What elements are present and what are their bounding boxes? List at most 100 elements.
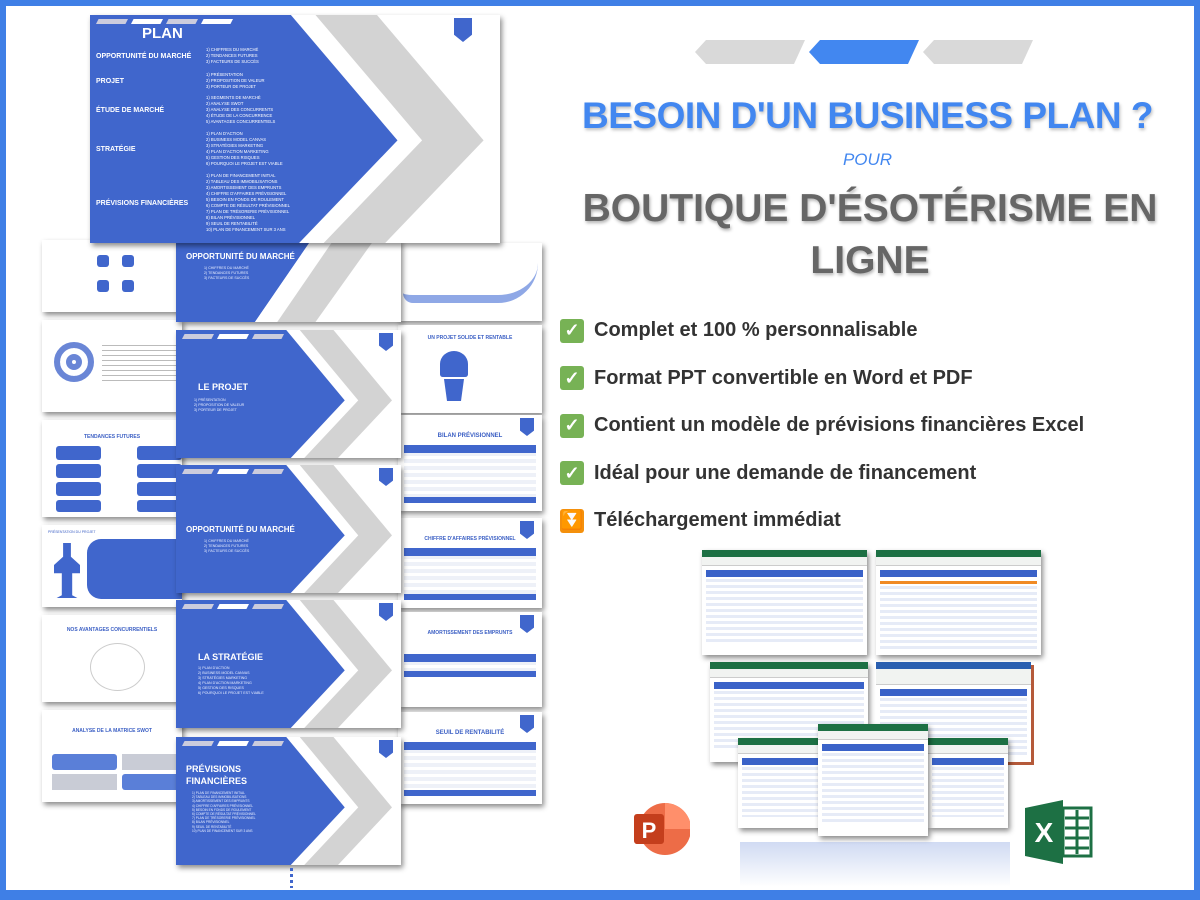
subsection-item: 1) CHIFFRES DU MARCHÉ (206, 47, 259, 52)
slide-title: SEUIL DE RENTABILITÉ (435, 730, 505, 736)
slide-title: BILAN PRÉVISIONNEL (437, 433, 503, 439)
plan-title: PLAN (142, 25, 183, 42)
slide-thumb-left-4: NOS AVANTAGES CONCURRENTIELS (42, 615, 182, 702)
slide-title: UN PROJET SOLIDE ET RENTABLE (427, 335, 513, 341)
slide-title: OPPORTUNITÉ DU MARCHÉ (186, 525, 295, 534)
slide-thumb-right-0 (398, 243, 542, 321)
subsection-item: 3) AMORTISSEMENT DES EMPRUNTS (206, 185, 282, 190)
feature-item: ⏬Téléchargement immédiat (560, 508, 841, 533)
powerpoint-logo-icon: P (634, 803, 690, 855)
section-slide-opportunite-1: OPPORTUNITÉ DU MARCHÉ 1) CHIFFRES DU MAR… (176, 240, 401, 322)
roadmap-path (403, 258, 538, 303)
slide-title: OPPORTUNITÉ DU MARCHÉ (186, 252, 295, 261)
subsection-item: 6) POURQUOI LE PROJET EST VIABLE (206, 161, 283, 166)
slide-thumb-left-0 (42, 240, 182, 312)
subsection-item: 4) PLAN D'ACTION MARKETING (206, 149, 269, 154)
slide-title: PRÉVISIONS FINANCIÈRES (186, 764, 248, 786)
subsection-item: 3) STRATÉGIES MARKETING (198, 676, 248, 680)
slide-thumb-right-4: AMORTISSEMENT DES EMPRUNTS (398, 612, 542, 707)
subsection-item: 7) PLAN DE TRÉSORERIE PRÉVISIONNEL (192, 816, 256, 821)
slide-thumb-right-1: UN PROJET SOLIDE ET RENTABLE (398, 325, 542, 413)
subsection-item: 1) PRÉSENTATION (206, 72, 243, 77)
check-mark-icon: ✓ (560, 413, 584, 438)
subsection-item: 7) PLAN DE TRÉSORERIE PRÉVISIONNEL (206, 209, 290, 214)
subsection-item: 1) PLAN DE FINANCEMENT INITIAL (192, 791, 245, 795)
pour-label: POUR (842, 150, 893, 169)
subsection-item: 1) PLAN D'ACTION (206, 131, 243, 136)
slide-thumb-left-5: ANALYSE DE LA MATRICE SWOT (42, 710, 182, 802)
subsection-item: 2) BUSINESS MODEL CANVAS (206, 137, 267, 142)
subsection-item: 3) STRATÉGIES MARKETING (206, 143, 264, 148)
excel-screenshot (876, 550, 1041, 655)
slide-title: CHIFFRE D'AFFAIRES PRÉVISIONNEL (424, 536, 516, 542)
slide-title: LA STRATÉGIE (198, 652, 263, 662)
subsection-item: 3) FACTEURS DE SUCCÈS (204, 276, 250, 280)
subsection-item: 6) COMPTE DE RÉSULTAT PRÉVISIONNEL (192, 812, 256, 817)
subsection-item: 5) GESTION DES RISQUES (198, 686, 244, 690)
plant-pot-icon (440, 351, 468, 377)
subsection-item: 4) CHIFFRE D'AFFAIRES PRÉVISIONNEL (206, 191, 287, 196)
section-slide-previsions: PRÉVISIONS FINANCIÈRES 1) PLAN DE FINANC… (176, 737, 401, 865)
subsection-item: 5) BESOIN EN FONDS DE ROULEMENT (206, 197, 284, 202)
slide-title: ANALYSE DE LA MATRICE SWOT (72, 728, 152, 734)
subsection-item: 2) PROPOSITION DE VALEUR (194, 403, 245, 407)
subsection-item: 2) BUSINESS MODEL CANVAS (198, 671, 250, 675)
subsection-item: 2) ANALYSE SWOT (206, 101, 244, 106)
subsection-item: 3) ANALYSE DES CONCURRENTS (206, 107, 274, 112)
slide-thumb-left-3: PRÉSENTATION DU PROJET (42, 525, 182, 607)
subsection-item: 2) TENDANCES FUTURES (204, 271, 249, 275)
subsection-item: 10) PLAN DE FINANCEMENT SUR 3 ANS (192, 828, 253, 833)
target-icon (54, 342, 94, 382)
slide-title: AMORTISSEMENT DES EMPRUNTS (427, 630, 513, 636)
speaker-podium-icon (54, 543, 80, 598)
slide-title: NOS AVANTAGES CONCURRENTIELS (66, 627, 158, 633)
subsection-item: 2) TABLEAU DES IMMOBILISATIONS (192, 795, 247, 800)
subsection-item: 4) CHIFFRE D'AFFAIRES PRÉVISIONNEL (192, 803, 254, 808)
subsection-item: 6) POURQUOI LE PROJET EST VIABLE (198, 691, 264, 695)
slide-thumb-right-5: SEUIL DE RENTABILITÉ (398, 712, 542, 804)
subsection-item: 8) BILAN PRÉVISIONNEL (206, 215, 256, 220)
screenshot-reflection (740, 842, 1010, 887)
excel-screenshot (702, 550, 867, 655)
feature-item: ✓Contient un modèle de prévisions financ… (560, 402, 1084, 450)
subsection-item: 1) SEGMENTS DE MARCHÉ (206, 95, 261, 100)
feature-list: ✓Complet et 100 % personnalisable ✓Forma… (560, 307, 1084, 545)
slide-thumb-left-2: TENDANCES FUTURES (42, 420, 182, 517)
subsection-item: 4) ÉTUDE DE LA CONCURRENCE (206, 113, 273, 118)
dotted-connector (290, 868, 293, 888)
subsection-item: 8) BILAN PRÉVISIONNEL (192, 820, 230, 825)
slide-thumb-right-3: CHIFFRE D'AFFAIRES PRÉVISIONNEL (398, 518, 542, 608)
subsection-item: 5) BESOIN EN FONDS DE ROULEMENT (192, 807, 252, 812)
subsection-item: 1) CHIFFRES DU MARCHÉ (204, 539, 249, 543)
slide-title: PRÉSENTATION DU PROJET (48, 530, 96, 534)
subsection-item: 5) AVANTAGES CONCURRENTIELS (206, 119, 276, 124)
subsection-item: 2) PROPOSITION DE VALEUR (206, 78, 265, 83)
headline: BESOIN D'UN BUSINESS PLAN ? (582, 95, 1153, 136)
subsection-item: 3) FACTEURS DE SUCCÈS (206, 59, 259, 64)
slide-title: LE PROJET (198, 382, 249, 392)
progress-chevrons (695, 40, 1033, 64)
slide-thumb-right-2: BILAN PRÉVISIONNEL (398, 415, 542, 511)
subsection-item: 2) TENDANCES FUTURES (206, 53, 258, 58)
slide-title: TENDANCES FUTURES (83, 434, 141, 440)
check-mark-icon: ✓ (560, 461, 584, 486)
subsection-item: 5) GESTION DES RISQUES (206, 155, 260, 160)
business-subject: BOUTIQUE D'ÉSOTÉRISME EN LIGNE (582, 187, 1158, 282)
check-mark-icon: ✓ (560, 366, 584, 391)
subsection-item: 3) PORTEUR DE PROJET (206, 84, 256, 89)
